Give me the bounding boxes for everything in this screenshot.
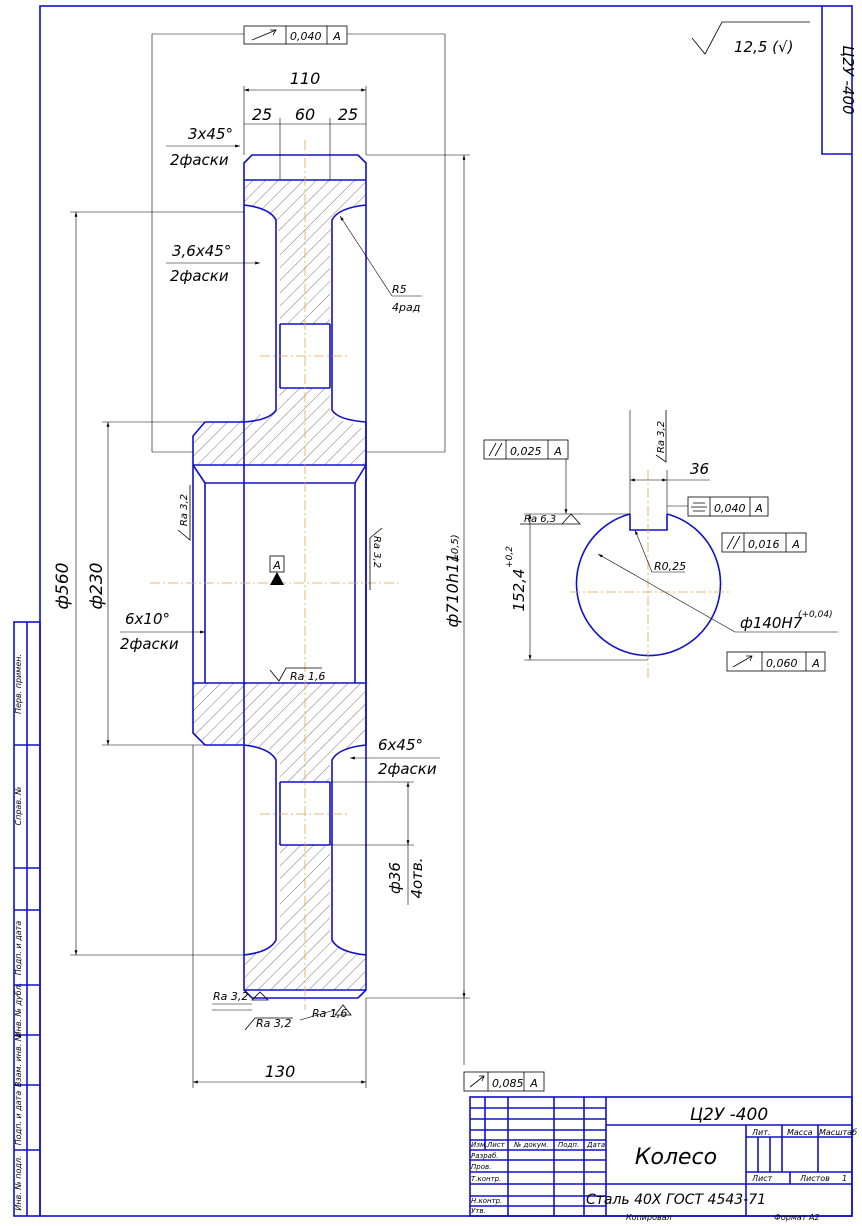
roughness-marks-section: Ra 3,2 Ra 3,2 Ra 1,6 Ra 3,2 Ra 3,2 Ra 1,… <box>177 485 383 1031</box>
chamfer-bore-note: 2фаски <box>120 635 179 653</box>
dim-60: 60 <box>295 105 315 124</box>
tol-parallel-bore: 0,016 <box>748 538 780 551</box>
stamp-inv-dubl: Инв. № дубл. <box>14 983 23 1038</box>
key-ra-63: Ra 6,3 <box>524 514 556 525</box>
key-width: 36 <box>690 460 709 478</box>
title-block: Изм. Лист № докум. Подп. Дата Разраб. Пр… <box>469 1096 857 1217</box>
part-name: Колесо <box>635 1145 717 1170</box>
chamfer-rim-note: 2фаски <box>170 151 229 169</box>
wheel-section <box>150 140 400 1010</box>
hdr-scale: Масштаб <box>819 1128 857 1137</box>
sheets-count: 1 <box>842 1174 847 1183</box>
chamfer-hub-note: 2фаски <box>378 760 437 778</box>
tol-runout-top-datum: A <box>332 30 341 43</box>
designation-rotated: Ц2У -400 <box>839 45 857 114</box>
material: Сталь 40Х ГОСТ 4543-71 <box>586 1192 766 1208</box>
bore-keyway-view: 36 Ra 3,2 152,4 +0,2 Ra 6,3 R0,25 ф140H7… <box>483 410 838 680</box>
hdr-mass: Масса <box>787 1128 813 1137</box>
dim-25-right: 25 <box>338 105 358 124</box>
stamp-podp-data-2: Подп. и дата <box>14 1091 23 1146</box>
col-izm: Изм. <box>471 1141 487 1149</box>
dim-130: 130 <box>265 1062 296 1081</box>
dia-710: ф710h11 <box>443 553 462 628</box>
datum-a-label: A <box>272 559 281 572</box>
copied-label: Копировал <box>626 1213 672 1222</box>
general-roughness: 12,5 (√) <box>691 21 810 56</box>
drawing-frame <box>39 5 853 1217</box>
tol-runout-bore: 0,060 <box>766 657 798 670</box>
tol-symmetry-datum: A <box>754 502 763 515</box>
row-utv: Утв. <box>471 1207 486 1215</box>
ra-bottom-b: Ra 3,2 <box>256 1017 291 1030</box>
dia-710-tol: (-0,5) <box>450 534 461 561</box>
dia-560: ф560 <box>53 563 73 610</box>
hdr-lit: Лит. <box>751 1128 770 1137</box>
row-razrab: Разраб. <box>471 1152 499 1160</box>
format-label: Формат А2 <box>774 1213 820 1222</box>
chamfer-rim: 3x45° <box>188 125 233 143</box>
dim-25-left: 25 <box>252 105 272 124</box>
stamp-perv-primen: Перв. примен. <box>14 654 23 714</box>
roughness-general: 12,5 (√) <box>734 38 793 56</box>
key-ra-32: Ra 3,2 <box>656 421 667 453</box>
chamfer-web: 3,6x45° <box>172 242 231 260</box>
chamfer-web-note: 2фаски <box>170 267 229 285</box>
tol-frame-runout-top: 0,040 A <box>243 25 348 45</box>
tol-runout-bore-datum: A <box>811 657 820 670</box>
chamfer-hub: 6x45° <box>378 736 423 754</box>
stamp-vzam-inv: Взам. инв. № <box>14 1033 23 1087</box>
ra-left: Ra 3,2 <box>179 494 190 526</box>
radius-r5: R5 <box>392 283 407 296</box>
dimensions-main: 110 25 60 25 3x45° 2фаски 3,6x45° 2фаски… <box>53 33 470 1088</box>
row-prov: Пров. <box>471 1163 491 1171</box>
ra-bottom-a: Ra 3,2 <box>213 990 248 1003</box>
radius-note: 4рад <box>392 301 420 314</box>
tol-parallel-key-datum: A <box>553 445 562 458</box>
bore-dia: ф140H7 <box>740 614 803 632</box>
key-depth: 152,4 <box>510 569 528 612</box>
row-nkontr: Н.контр. <box>471 1197 502 1205</box>
col-date: Дата <box>586 1141 605 1149</box>
key-depth-tol: +0,2 <box>505 546 515 568</box>
hdr-sheet: Лист <box>751 1174 773 1183</box>
stamp-inv-podl: Инв. № подл. <box>14 1155 23 1210</box>
ra-right: Ra 3,2 <box>371 536 382 568</box>
dim-110: 110 <box>290 69 321 88</box>
tol-parallel-bore-datum: A <box>791 538 800 551</box>
ra-bore: Ra 1,6 <box>290 670 325 683</box>
holes-note: 4отв. <box>408 857 426 898</box>
tol-symmetry: 0,040 <box>714 502 746 515</box>
hdr-sheets: Листов <box>799 1174 830 1183</box>
tol-runout-bottom: 0,085 <box>492 1077 524 1090</box>
title-designation: Ц2У -400 <box>690 1105 768 1125</box>
col-doc: № докум. <box>513 1141 549 1149</box>
chamfer-bore: 6x10° <box>125 610 170 628</box>
side-stamp-column: Перв. примен. Справ. № Подп. и дата Инв.… <box>13 621 41 1217</box>
stamp-sprav: Справ. № <box>14 787 23 826</box>
ra-bottom-16: Ra 1,6 <box>312 1007 347 1020</box>
col-list: Лист <box>486 1141 506 1149</box>
bore-tol: (+0,04) <box>798 610 833 620</box>
holes-dia: ф36 <box>386 862 404 894</box>
key-radius: R0,25 <box>654 560 686 573</box>
stamp-podp-data-1: Подп. и дата <box>14 921 23 976</box>
col-sign: Подп. <box>558 1141 579 1149</box>
dia-230: ф230 <box>87 563 107 610</box>
designation-corner-box: Ц2У -400 <box>821 6 857 155</box>
tol-runout-bottom-datum: A <box>529 1077 538 1090</box>
tol-parallel-key: 0,025 <box>510 445 542 458</box>
tol-runout-top: 0,040 <box>290 30 322 43</box>
tol-frame-runout-bottom: 0,085 A <box>463 1071 545 1092</box>
row-tkontr: Т.контр. <box>471 1175 501 1183</box>
